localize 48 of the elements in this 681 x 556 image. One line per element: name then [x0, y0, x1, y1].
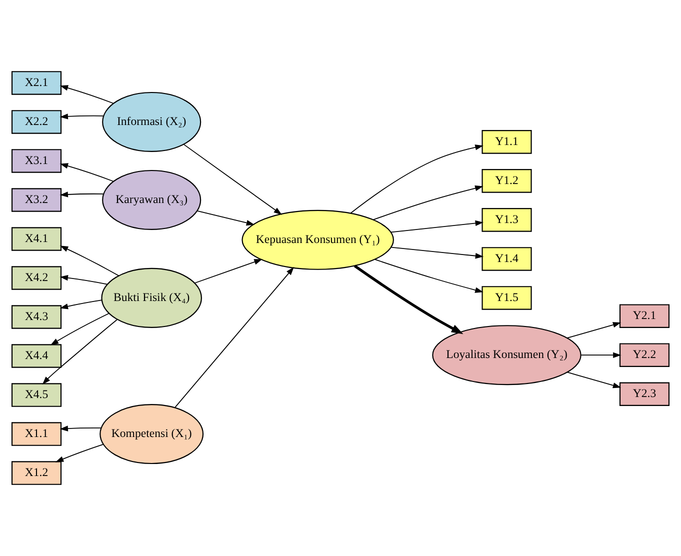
- arrow: [60, 163, 114, 182]
- node-box: Y1.1: [482, 130, 532, 154]
- arrow: [350, 144, 484, 214]
- node-box: Y2.3: [619, 382, 670, 406]
- arrow: [390, 220, 484, 233]
- node-box: Y1.4: [482, 247, 532, 271]
- arrow: [60, 426, 102, 432]
- arrow: [60, 114, 104, 120]
- node-ellipse: Kompetensi (X₁): [100, 404, 204, 464]
- arrow: [60, 192, 104, 198]
- arrow: [42, 319, 118, 385]
- arrow: [580, 352, 622, 358]
- node-box: X3.2: [11, 188, 62, 212]
- arrow: [566, 372, 622, 388]
- node-box: X4.5: [11, 383, 62, 407]
- node-box: Y1.2: [482, 169, 532, 193]
- node-ellipse: Informasi (X₂): [102, 92, 202, 152]
- node-box: X3.1: [11, 149, 62, 173]
- node-box: Y2.1: [619, 304, 670, 328]
- node-box: Y1.5: [482, 286, 532, 310]
- arrow: [194, 259, 262, 284]
- arrow: [50, 312, 110, 346]
- arrow: [60, 275, 108, 285]
- node-box: X2.1: [11, 71, 62, 95]
- node-box: Y2.2: [619, 343, 670, 367]
- node-ellipse: Karyawan (X₃): [102, 170, 202, 230]
- arrow: [374, 258, 484, 293]
- arrow: [566, 322, 622, 338]
- arrow: [60, 85, 114, 104]
- node-ellipse: Bukti Fisik (X₄): [101, 268, 202, 328]
- arrow: [60, 246, 120, 276]
- arrow: [390, 246, 484, 259]
- node-box: X1.1: [11, 422, 62, 446]
- arrow: [354, 264, 464, 334]
- arrow: [174, 267, 294, 408]
- node-box: X4.1: [11, 227, 62, 251]
- arrow: [372, 186, 484, 220]
- node-box: X2.2: [11, 110, 62, 134]
- node-ellipse: Kepuasan Konsumen (Y₁): [242, 210, 394, 270]
- node-box: X4.2: [11, 266, 62, 290]
- arrow: [196, 210, 255, 226]
- arrow: [55, 444, 104, 462]
- arrow: [183, 144, 282, 215]
- node-box: X4.4: [11, 344, 62, 368]
- arrow: [60, 300, 102, 310]
- node-box: X1.2: [11, 461, 62, 485]
- node-box: X4.3: [11, 305, 62, 329]
- node-box: Y1.3: [482, 208, 532, 232]
